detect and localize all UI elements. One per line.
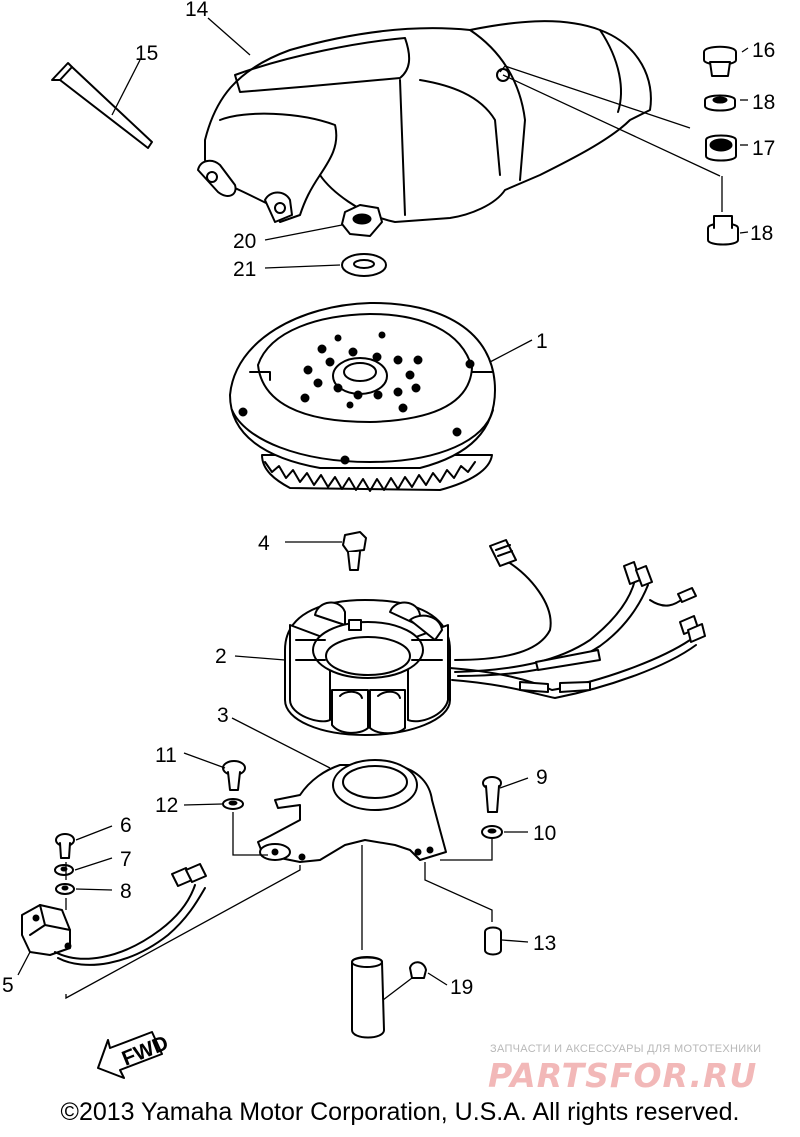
bolt-part-4	[342, 531, 367, 571]
crankshaft	[351, 956, 385, 1039]
callout-6: 6	[120, 814, 132, 837]
grommet-part-18-upper	[704, 94, 736, 112]
flywheel-cover-part-14	[197, 20, 652, 223]
screw-part-6	[55, 833, 75, 859]
flywheel-part-1	[229, 301, 496, 492]
flywheel-holes	[238, 331, 475, 465]
callout-18-lower: 18	[750, 222, 773, 245]
leader-lines-base	[232, 812, 493, 950]
screw-part-9	[482, 776, 502, 813]
base-plate-part-3	[257, 759, 447, 863]
callout-20: 20	[233, 230, 256, 253]
key-part-19	[409, 961, 427, 979]
callout-7: 7	[120, 848, 132, 871]
callout-9: 9	[536, 766, 548, 789]
callout-13: 13	[533, 932, 556, 955]
watermark-subtitle: ЗАПЧАСТИ И АКСЕССУАРЫ ДЛЯ МОТОТЕХНИКИ	[490, 1043, 762, 1055]
plug-part-17	[705, 134, 737, 162]
leader-line-19	[382, 977, 413, 1001]
washer-part-21	[341, 253, 387, 277]
leader-lines-coil	[65, 862, 301, 1000]
forward-arrow-icon: FWD	[97, 1031, 172, 1079]
callout-2: 2	[215, 645, 227, 668]
callout-17: 17	[752, 137, 775, 160]
callout-15: 15	[135, 42, 158, 65]
stator-part-2	[284, 599, 451, 736]
callout-4: 4	[258, 532, 270, 555]
callout-11: 11	[155, 744, 177, 767]
callout-3: 3	[217, 704, 229, 727]
callout-leaders	[17, 17, 749, 986]
callout-12: 12	[155, 794, 178, 817]
callout-18-upper: 18	[752, 91, 775, 114]
washer-part-12	[222, 798, 244, 810]
washer-part-8	[55, 883, 75, 895]
pulser-coil-part-5	[21, 863, 207, 966]
callout-10: 10	[533, 822, 556, 845]
collar-part-13	[484, 926, 502, 956]
leader-lines-16-18	[499, 65, 723, 212]
callout-19: 19	[450, 976, 473, 999]
callout-8: 8	[120, 880, 132, 903]
washer-part-7	[54, 864, 74, 876]
callout-21: 21	[233, 258, 256, 281]
callout-16: 16	[752, 39, 775, 62]
callout-5: 5	[2, 974, 14, 997]
copyright-notice: ©2013 Yamaha Motor Corporation, U.S.A. A…	[60, 1098, 740, 1126]
watermark-brand-logo: PARTSFOR.RU	[488, 1056, 758, 1095]
washer-part-10	[481, 825, 503, 839]
callout-1: 1	[536, 330, 548, 353]
hex-key-part-15	[51, 62, 153, 149]
stator-wire-harness	[449, 539, 706, 699]
cap-part-16	[703, 45, 737, 77]
nut-part-20	[341, 204, 383, 237]
grommet-part-18-lower	[707, 215, 739, 246]
callout-14: 14	[185, 0, 209, 21]
screw-part-11	[222, 760, 246, 791]
